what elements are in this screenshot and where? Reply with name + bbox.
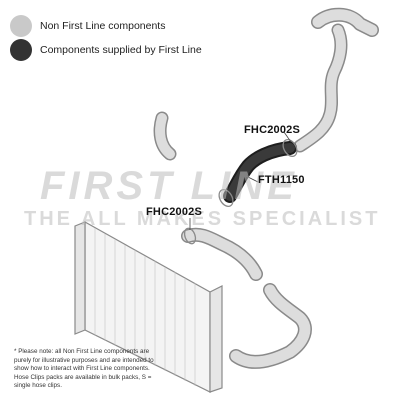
part-label-hose: FTH1150 [258,174,305,186]
part-label-clip-lower: FHC2002S [146,206,203,218]
left-pipe [153,111,263,281]
intercooler [74,220,223,393]
clip-upper [218,138,298,208]
legend-item-first-line: Components supplied by First Line [10,38,202,62]
leader-lines [189,131,292,230]
legend-swatch-grey [10,15,32,37]
hose-fth1150 [223,141,297,203]
upper-intake-pipe [293,7,379,153]
legend-swatch-dark [10,39,32,61]
clip-lower [183,227,197,245]
legend-label: Components supplied by First Line [40,44,202,56]
legend-item-non-first-line: Non First Line components [10,14,165,38]
legend-label: Non First Line components [40,20,166,32]
lower-outlet-pipe [229,283,312,369]
watermark-brand: FIRST LINE [40,164,298,208]
part-label-clip-upper: FHC2002S [244,124,301,136]
watermark-tagline: THE ALL MAKES SPECIALIST [24,208,381,230]
footnote: * Please note: all Non First Line compon… [14,348,154,389]
